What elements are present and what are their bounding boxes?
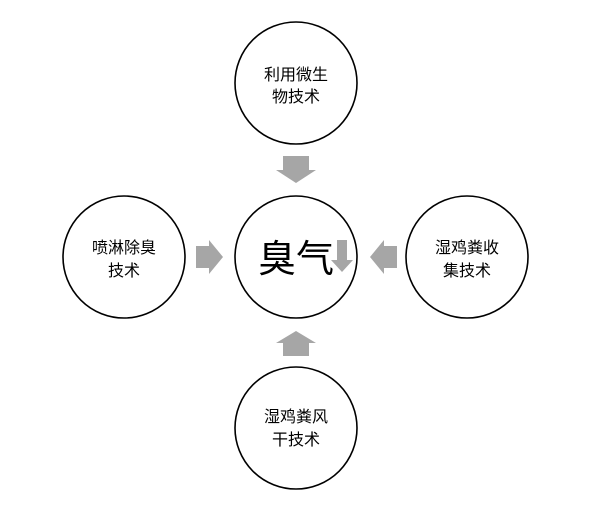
node-center-circle: [234, 195, 358, 319]
arrow-down-center-overlay: [331, 240, 353, 272]
node-center: 臭气: [234, 195, 358, 319]
node-top-circle: [234, 21, 358, 145]
node-left: 喷淋除臭 技术: [62, 195, 186, 319]
node-left-circle: [62, 195, 186, 319]
node-right-label-line1: 湿鸡粪收: [435, 238, 499, 257]
node-left-label-line2: 技术: [108, 261, 140, 280]
node-bottom-label-line1: 湿鸡粪风: [264, 407, 328, 426]
node-right: 湿鸡粪收 集技术: [405, 195, 529, 319]
node-left-label-line1: 喷淋除臭: [92, 238, 156, 257]
node-bottom-circle: [234, 366, 358, 490]
arrow-up-from-bottom: [276, 331, 316, 356]
node-center-label: 臭气: [258, 237, 334, 281]
arrow-left-from-right: [370, 240, 397, 274]
node-right-label-line2: 集技术: [443, 261, 491, 280]
arrow-down-from-top: [276, 156, 316, 183]
node-top-label-line2: 物技术: [272, 87, 320, 106]
node-top-label-line1: 利用微生: [264, 65, 328, 84]
node-bottom: 湿鸡粪风 干技术: [234, 366, 358, 490]
node-right-circle: [405, 195, 529, 319]
node-top: 利用微生 物技术: [234, 21, 358, 145]
arrow-right-from-left: [196, 240, 223, 274]
node-bottom-label-line2: 干技术: [272, 430, 320, 449]
